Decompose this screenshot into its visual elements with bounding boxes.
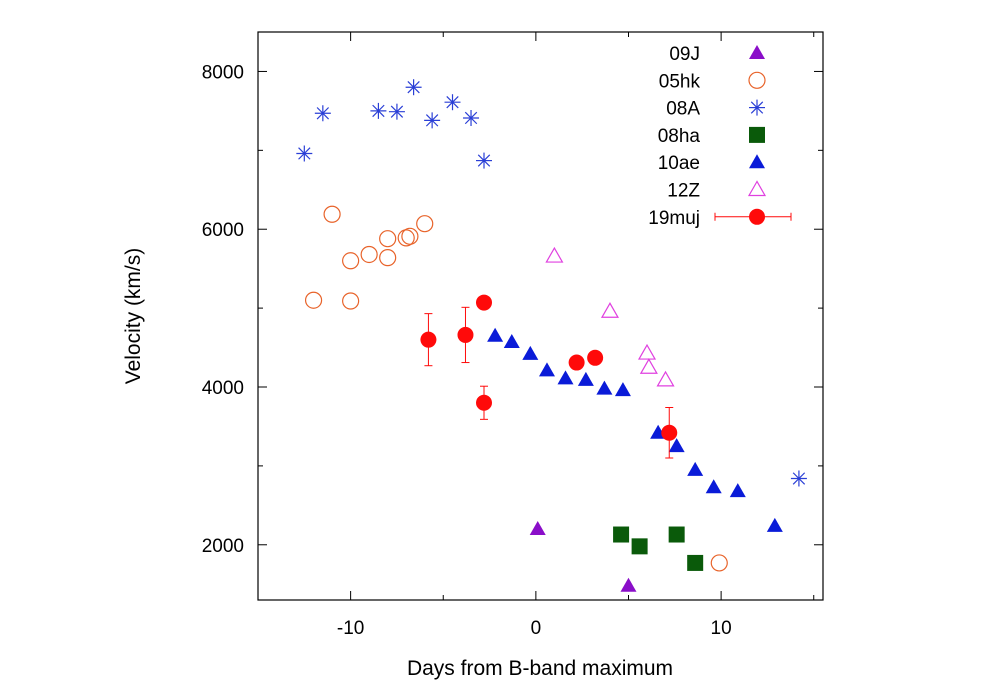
data-point xyxy=(522,345,539,360)
data-point xyxy=(577,371,594,386)
data-point xyxy=(360,245,378,264)
legend-item-09J: 09J xyxy=(669,44,765,65)
legend-marker xyxy=(747,180,767,197)
legend-item-12Z: 12Z xyxy=(667,180,767,202)
data-point xyxy=(529,521,546,535)
legend-label: 10ae xyxy=(658,153,700,174)
y-tick-label: 2000 xyxy=(202,536,244,557)
data-point xyxy=(457,326,474,343)
data-point xyxy=(444,94,461,111)
data-point xyxy=(405,79,422,96)
x-tick-label: -10 xyxy=(337,618,364,639)
legend-item-08ha: 08ha xyxy=(658,126,765,147)
legend-marker xyxy=(748,71,766,89)
series-08A xyxy=(296,79,807,487)
data-point xyxy=(705,479,722,494)
legend-label: 05hk xyxy=(659,71,701,92)
data-point xyxy=(323,205,341,223)
data-point xyxy=(568,354,585,371)
data-point xyxy=(388,103,405,120)
data-point xyxy=(661,424,678,441)
data-point xyxy=(401,227,419,245)
legend-label: 08ha xyxy=(658,126,701,147)
series-09J xyxy=(529,521,637,592)
data-point xyxy=(503,334,520,349)
data-point xyxy=(397,229,415,247)
data-point xyxy=(476,294,492,311)
data-point xyxy=(613,526,630,543)
legend: 09J 05hk 08A 08ha 10ae 12Z 19muj xyxy=(648,44,792,229)
series-19muj xyxy=(420,294,678,459)
data-point xyxy=(687,461,704,476)
x-axis: -10 0 10 xyxy=(257,32,815,639)
legend-item-08A: 08A xyxy=(666,99,765,120)
data-point xyxy=(668,438,685,453)
data-point xyxy=(379,230,397,248)
data-point xyxy=(424,112,441,129)
legend-label: 09J xyxy=(669,44,700,65)
data-point xyxy=(587,349,604,366)
x-axis-title: Days from B-band maximum xyxy=(407,657,673,680)
data-point xyxy=(557,370,574,385)
data-point xyxy=(420,331,437,348)
legend-marker xyxy=(749,126,765,143)
data-series xyxy=(296,79,807,592)
data-point xyxy=(637,343,657,360)
data-point xyxy=(476,152,492,169)
data-point xyxy=(668,526,685,543)
legend-item-10ae: 10ae xyxy=(658,153,765,174)
data-point xyxy=(639,358,658,374)
data-point xyxy=(304,291,323,309)
data-point xyxy=(766,517,783,532)
y-axis: 2000 4000 6000 8000 xyxy=(202,62,823,557)
legend-marker xyxy=(749,99,765,116)
legend-label: 19muj xyxy=(648,208,700,229)
data-point xyxy=(687,554,704,571)
data-point xyxy=(416,215,434,233)
data-point xyxy=(790,470,807,487)
data-point xyxy=(631,538,648,555)
data-point xyxy=(620,577,637,592)
data-point xyxy=(710,554,728,572)
legend-label: 08A xyxy=(666,99,700,120)
series-12Z xyxy=(545,246,675,387)
data-point xyxy=(614,382,631,397)
data-point xyxy=(729,483,746,498)
data-point xyxy=(487,327,504,342)
data-point xyxy=(656,370,675,387)
series-08ha xyxy=(613,526,704,571)
data-point xyxy=(596,380,613,395)
data-point xyxy=(314,105,331,122)
legend-marker xyxy=(749,45,765,59)
series-10ae xyxy=(487,327,783,532)
legend-marker xyxy=(749,154,765,169)
data-point xyxy=(476,394,492,411)
plot-border xyxy=(257,31,824,601)
y-axis-title: Velocity (km/s) xyxy=(122,248,145,385)
legend-label: 12Z xyxy=(667,181,700,202)
data-point xyxy=(296,145,313,162)
y-tick-label: 6000 xyxy=(202,220,244,241)
y-tick-label: 8000 xyxy=(202,62,244,83)
data-point xyxy=(370,102,387,119)
data-point xyxy=(545,246,564,263)
data-point xyxy=(342,252,360,270)
data-point xyxy=(538,362,555,377)
x-tick-label: 10 xyxy=(711,618,732,639)
series-05hk xyxy=(304,205,728,572)
data-point xyxy=(342,292,360,310)
legend-marker xyxy=(749,208,765,225)
data-point xyxy=(379,249,397,267)
legend-item-05hk: 05hk xyxy=(659,71,766,92)
x-tick-label: 0 xyxy=(531,618,542,639)
y-tick-label: 4000 xyxy=(202,378,244,399)
plot-frame xyxy=(257,31,824,601)
legend-item-19muj: 19muj xyxy=(648,208,792,229)
data-point xyxy=(600,302,620,318)
data-point xyxy=(463,109,480,126)
